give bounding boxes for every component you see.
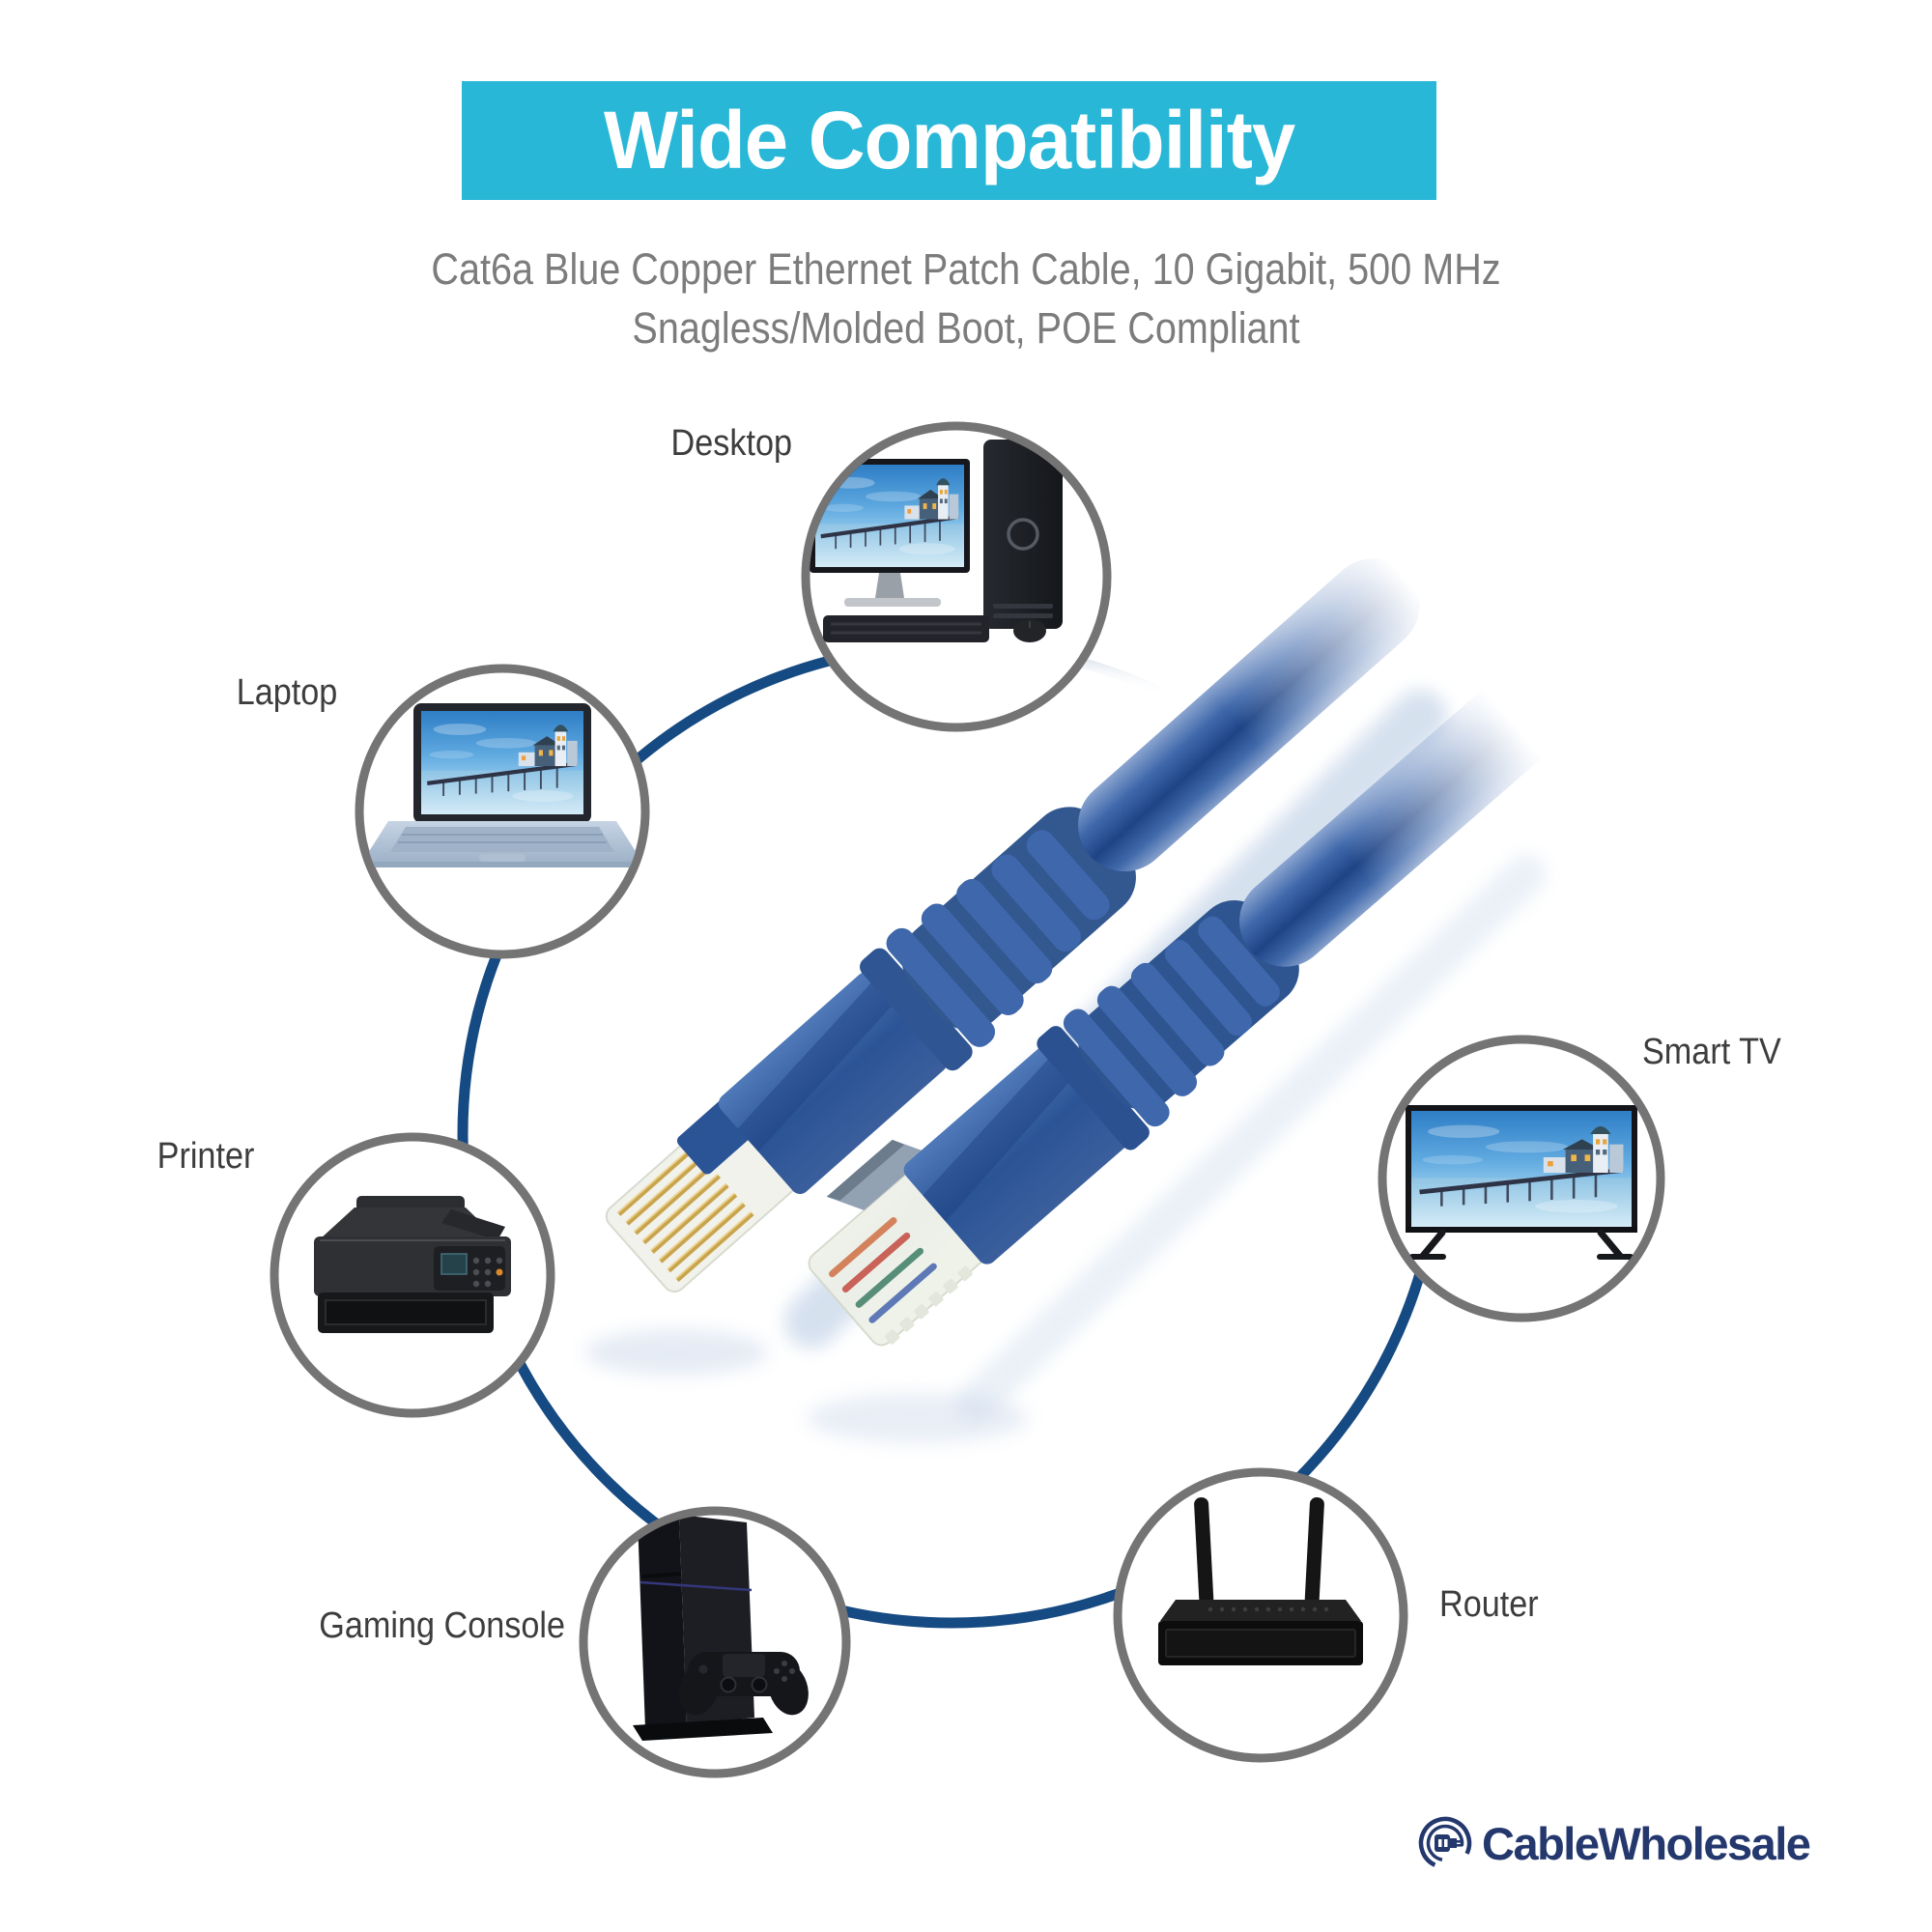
rj45-gold-pins — [616, 1145, 754, 1283]
page-title: Wide Compatibility — [603, 95, 1295, 185]
node-laptop — [355, 664, 650, 959]
ethernet-connector-right — [808, 668, 1569, 1347]
rj45-wires — [829, 1217, 937, 1323]
subtitle-line-2: Snagless/Molded Boot, POE Compliant — [632, 303, 1300, 353]
title-banner: Wide Compatibility — [462, 81, 1436, 200]
label-router: Router — [1439, 1584, 1539, 1625]
label-laptop: Laptop — [236, 672, 338, 713]
smart-tv-icon — [1406, 1105, 1637, 1260]
printer-icon — [314, 1196, 511, 1333]
brand-logo: CableWholesale — [1418, 1816, 1811, 1870]
wifi-router-icon — [1158, 1497, 1363, 1665]
subtitle-line-1: Cat6a Blue Copper Ethernet Patch Cable, … — [431, 244, 1501, 294]
node-gaming-console — [579, 1506, 851, 1778]
brand-name: CableWholesale — [1482, 1817, 1811, 1869]
label-gaming-console: Gaming Console — [319, 1605, 565, 1646]
label-desktop: Desktop — [670, 423, 792, 464]
cablewholesale-plug-icon — [1418, 1816, 1472, 1870]
game-console-icon — [633, 1515, 809, 1741]
label-smart-tv: Smart TV — [1642, 1032, 1781, 1072]
rj45-teeth — [884, 1265, 973, 1345]
product-subtitle: Cat6a Blue Copper Ethernet Patch Cable, … — [116, 240, 1816, 357]
node-smart-tv — [1378, 1035, 1665, 1322]
label-printer: Printer — [156, 1136, 255, 1177]
node-desktop — [801, 421, 1112, 732]
node-router — [1113, 1467, 1408, 1763]
laptop-icon — [363, 703, 641, 867]
snagless-boot-ridges — [886, 830, 1110, 1047]
node-printer — [270, 1132, 555, 1418]
game-controller-icon — [679, 1652, 809, 1716]
desktop-computer-icon — [810, 440, 1063, 642]
ethernet-connector-left — [605, 558, 1420, 1293]
